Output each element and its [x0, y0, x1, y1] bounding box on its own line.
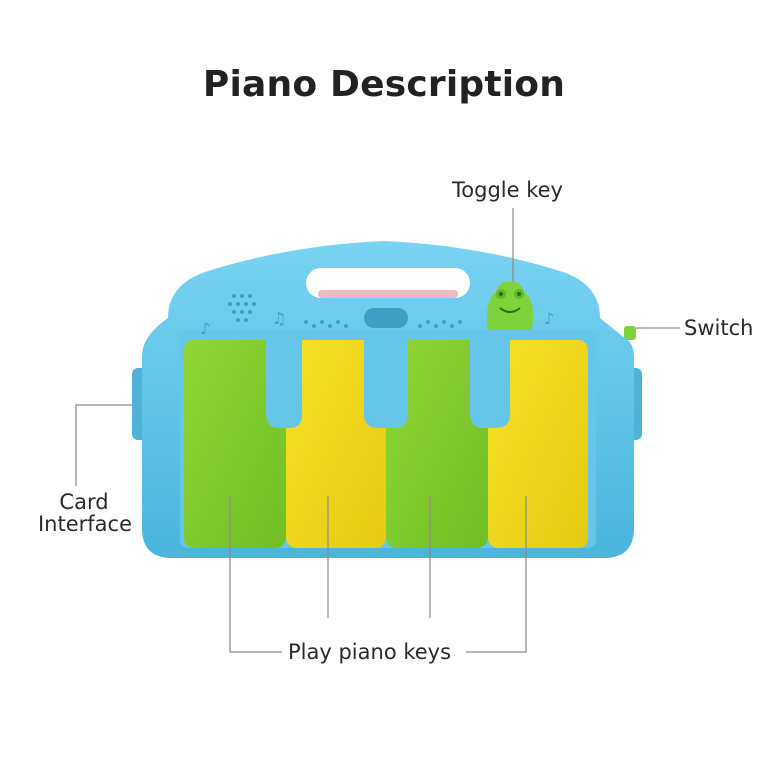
switch-label: Switch — [684, 316, 754, 340]
center-slot — [364, 308, 408, 328]
card-interface-label-line2: Interface — [37, 512, 133, 536]
music-note-icon: ♪ ♫ ♪ — [200, 309, 554, 338]
piano-key-2[interactable] — [286, 340, 386, 548]
svg-text:♪: ♪ — [544, 309, 554, 328]
svg-text:♫: ♫ — [272, 309, 286, 328]
toggle-key-label: Toggle key — [452, 178, 563, 202]
card-interface-label-line1: Card — [59, 490, 109, 514]
piano-key-4[interactable] — [488, 340, 588, 548]
switch-nub[interactable] — [624, 326, 636, 340]
svg-text:♪: ♪ — [200, 319, 210, 338]
play-piano-keys-label: Play piano keys — [288, 640, 452, 664]
piano-key-3[interactable] — [386, 340, 488, 548]
page-title: Piano Description — [202, 64, 566, 105]
leader-lines — [75, 208, 680, 653]
piano-key-1[interactable] — [184, 340, 286, 548]
speaker-grille-icon — [228, 294, 256, 322]
frog-toggle-icon[interactable] — [487, 281, 533, 330]
